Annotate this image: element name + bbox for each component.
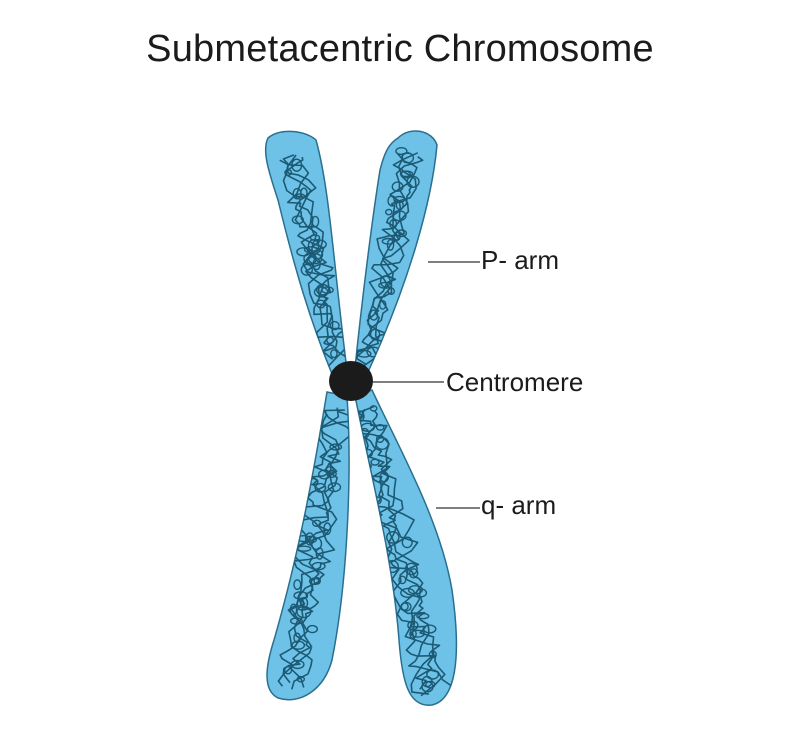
chromatin-loop xyxy=(426,669,440,680)
chromatin-loop xyxy=(406,175,420,189)
chromatin-loop xyxy=(375,437,390,451)
chromatin-loop xyxy=(290,659,305,670)
chromatin-loop xyxy=(325,465,335,475)
chromatin-loop xyxy=(428,650,437,659)
chromatin-loop xyxy=(296,605,312,619)
chromatin-loop xyxy=(379,471,390,483)
chromatin-loop xyxy=(311,215,320,228)
chromatin-loop xyxy=(395,200,404,211)
chromatin-loop xyxy=(293,591,309,600)
chromatin-loop xyxy=(410,629,426,638)
chromatin-loop xyxy=(425,680,436,689)
chromatin-loop xyxy=(327,482,342,493)
chromatin-loop xyxy=(296,675,305,683)
chromatin-loop xyxy=(401,152,415,164)
chromatin-loop xyxy=(312,519,322,527)
chromatin-strand xyxy=(355,405,441,695)
chromatin-strands xyxy=(355,405,454,697)
chromatin-loop xyxy=(393,195,406,204)
chromatin-strand xyxy=(355,408,435,690)
chromatin-loop xyxy=(379,275,391,288)
chromatin-loop xyxy=(309,234,321,241)
chromatin-loop xyxy=(289,617,303,625)
q-arm-right xyxy=(354,389,458,706)
chromatin-loop xyxy=(291,640,306,650)
chromatin-loop xyxy=(401,536,413,549)
chromatin-loop xyxy=(307,253,323,265)
chromatin-loop xyxy=(316,299,326,309)
chromatin-loop xyxy=(400,602,409,611)
chromatin-loop xyxy=(313,577,322,585)
chromatin-loop xyxy=(370,458,380,466)
chromatin-loop xyxy=(398,575,407,585)
chromatin-loop xyxy=(369,309,379,321)
chromatin-loop xyxy=(316,283,330,296)
chromatin-loop xyxy=(378,299,387,310)
chromatin-loop xyxy=(422,624,437,634)
diagram-title: Submetacentric Chromosome xyxy=(146,28,654,70)
chromatin-loop xyxy=(292,187,302,200)
chromatin-loop xyxy=(391,181,404,192)
chromatin-loop xyxy=(385,531,400,544)
chromatin-loop xyxy=(284,665,293,675)
centromere-label: Centromere xyxy=(446,367,584,397)
chromatin-loop xyxy=(384,208,393,216)
chromatin-loop xyxy=(296,247,311,257)
p-arm-right xyxy=(354,130,438,373)
chromatin-loop xyxy=(395,229,408,238)
chromatin-loop xyxy=(293,632,301,644)
chromatin-loop xyxy=(375,423,385,431)
chromatin-loop xyxy=(314,482,327,493)
chromatin-loop xyxy=(311,239,327,250)
chromatin-loop xyxy=(293,579,302,590)
chromatin-loop xyxy=(311,561,326,571)
chromatin-loop xyxy=(284,169,293,176)
chromatin-loop xyxy=(400,587,415,599)
chromatin-loop xyxy=(321,286,334,294)
chromatin-loop xyxy=(291,215,304,225)
chromatin-loop xyxy=(305,535,318,544)
chromatin-loop xyxy=(409,628,417,640)
chromatin-loop xyxy=(409,568,419,579)
chromatin-strand xyxy=(356,152,419,359)
chromatin-loop xyxy=(330,349,338,359)
centromere xyxy=(329,361,373,401)
chromatin-loop xyxy=(369,328,381,341)
chromatin-loop xyxy=(399,170,414,178)
chromatin-loop xyxy=(306,624,319,634)
chromatin-loop xyxy=(381,237,396,245)
chromatin-strand xyxy=(282,154,347,368)
chromatin-loop xyxy=(387,287,396,296)
chromatin-loop xyxy=(391,210,407,222)
chromatin-loop xyxy=(389,219,398,229)
chromatin-strand xyxy=(288,410,350,690)
chromatin-loop xyxy=(395,147,408,156)
p-arm-label: P- arm xyxy=(481,245,559,275)
chromatin-loop xyxy=(329,320,340,331)
chromatin-loop xyxy=(291,158,303,172)
chromatin-loop xyxy=(369,405,378,412)
q-arm-left xyxy=(266,391,350,701)
chromatin-strands xyxy=(355,147,424,367)
chromatin-loop xyxy=(326,336,335,345)
chromatin-loop xyxy=(387,195,397,207)
chromatin-loop xyxy=(415,588,428,598)
chromatin-loop xyxy=(386,238,395,251)
q-arm-label: q- arm xyxy=(481,490,557,520)
chromatin-loop xyxy=(303,246,319,254)
chromatin-loop xyxy=(378,281,393,289)
chromatin-strands xyxy=(279,154,347,368)
chromatin-loop xyxy=(300,263,313,276)
chromatin-loop xyxy=(315,547,324,560)
chromatin-loop xyxy=(416,612,430,620)
chromatin-loop xyxy=(356,349,372,358)
chromatin-loop xyxy=(375,434,385,444)
chromatin-loop xyxy=(289,603,298,616)
chromatin-loop xyxy=(300,597,309,609)
chromatin-loop xyxy=(329,443,343,451)
p-arm-left xyxy=(264,130,348,375)
chromatin-loop xyxy=(323,522,332,536)
chromatin-loop xyxy=(404,562,418,576)
